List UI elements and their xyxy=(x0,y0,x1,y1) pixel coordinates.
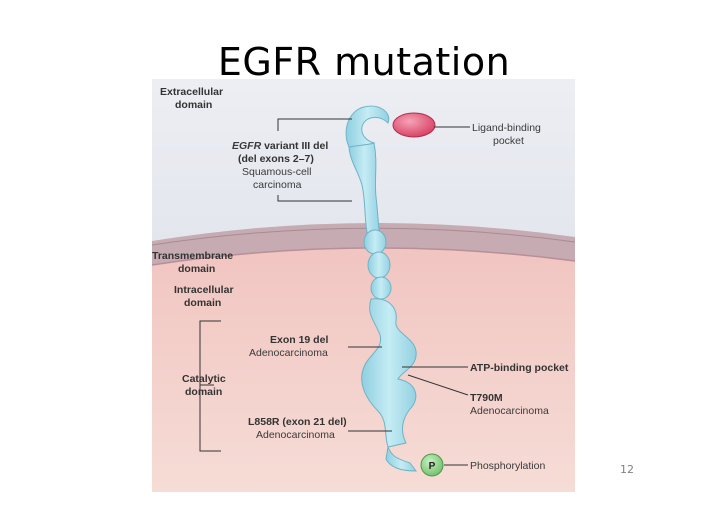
svg-text:Catalytic: Catalytic xyxy=(182,373,226,385)
svg-text:Transmembrane: Transmembrane xyxy=(152,250,233,262)
svg-text:P: P xyxy=(429,461,436,472)
svg-text:T790M: T790M xyxy=(470,392,503,404)
svg-text:domain: domain xyxy=(184,297,221,309)
slide-title: EGFR mutation xyxy=(217,40,511,84)
label-catalytic-domain: Catalytic domain xyxy=(182,373,226,398)
svg-text:(del exons 2–7): (del exons 2–7) xyxy=(238,153,314,165)
label-extracellular-domain: Extracellular domain xyxy=(160,86,223,111)
svg-text:Adenocarcinoma: Adenocarcinoma xyxy=(256,429,335,441)
svg-text:Extracellular: Extracellular xyxy=(160,86,223,98)
label-ligand-binding-pocket: Ligand-binding pocket xyxy=(472,122,541,147)
svg-text:Ligand-binding: Ligand-binding xyxy=(472,122,541,134)
label-l858r: L858R (exon 21 del) Adenocarcinoma xyxy=(248,416,347,441)
svg-text:Adenocarcinoma: Adenocarcinoma xyxy=(249,347,328,359)
svg-text:EGFR variant III del: EGFR variant III del xyxy=(232,140,328,152)
svg-text:carcinoma: carcinoma xyxy=(253,179,302,191)
phosphorylation-site: P xyxy=(420,453,444,477)
label-transmembrane-domain: Transmembrane domain xyxy=(152,250,233,275)
label-intracellular-domain: Intracellular domain xyxy=(174,284,234,309)
label-t790m: T790M Adenocarcinoma xyxy=(470,392,549,417)
label-exon19-del: Exon 19 del Adenocarcinoma xyxy=(249,334,328,359)
svg-text:domain: domain xyxy=(185,386,222,398)
label-atp-binding-pocket: ATP-binding pocket xyxy=(470,362,569,374)
ligand-molecule xyxy=(392,112,436,138)
label-phosphorylation: Phosphorylation xyxy=(470,460,545,472)
svg-text:domain: domain xyxy=(175,99,212,111)
egfr-receptor xyxy=(345,105,418,472)
slide-number: 12 xyxy=(620,463,634,476)
svg-text:Adenocarcinoma: Adenocarcinoma xyxy=(470,405,549,417)
label-egfr-variant-iii: EGFR variant III del (del exons 2–7) Squ… xyxy=(232,140,328,191)
svg-text:L858R (exon 21 del): L858R (exon 21 del) xyxy=(248,416,347,428)
svg-text:domain: domain xyxy=(178,263,215,275)
egfr-diagram: P Extracellular domain Transmembrane dom… xyxy=(152,79,575,492)
svg-text:Squamous-cell: Squamous-cell xyxy=(242,166,311,178)
svg-text:Exon 19 del: Exon 19 del xyxy=(270,334,328,346)
svg-text:Intracellular: Intracellular xyxy=(174,284,234,296)
svg-text:pocket: pocket xyxy=(493,135,524,147)
